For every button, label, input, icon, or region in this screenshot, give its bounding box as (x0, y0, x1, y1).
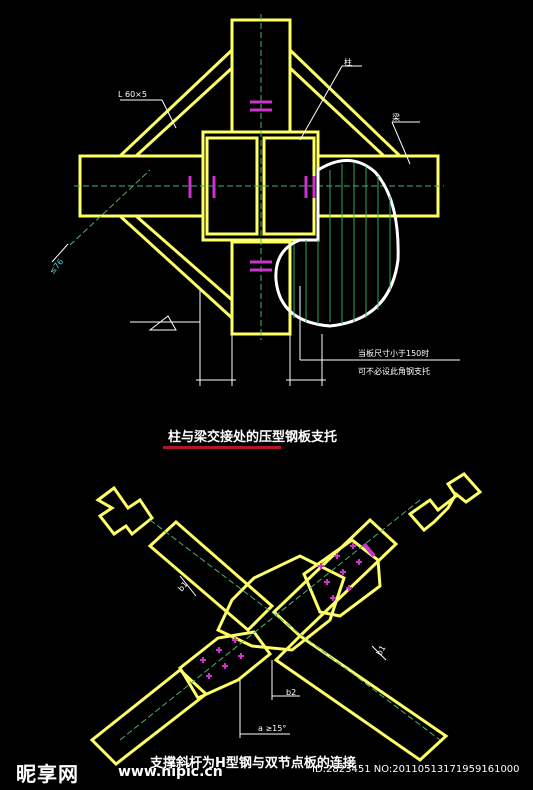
angle-supports (118, 48, 402, 320)
dimension-lines-2 (179, 575, 387, 738)
label-b2: b2 (286, 688, 297, 697)
bolt-marks-2 (200, 542, 376, 679)
note-line-2: 可不必设此角钢支托 (358, 367, 430, 376)
beam-label: 梁 (392, 113, 400, 122)
brace-lower-right (273, 634, 449, 762)
bolt-marks-1 (188, 100, 316, 272)
brace-lower-left (89, 668, 209, 766)
gusset-center (216, 554, 346, 652)
centerlines-1 (69, 14, 444, 340)
detail-circle (274, 159, 400, 328)
watermark-logo: 昵享网 (16, 762, 79, 786)
watermark-url: www.nipic.cn (118, 764, 223, 780)
dimension-lines-1 (51, 65, 460, 386)
drawing2-title: 支撑斜杆为H型钢与双节点板的连接 (150, 756, 356, 771)
h-section-left (95, 485, 155, 537)
note-line-1: 当板尺寸小于150时 (358, 349, 430, 358)
gusset-lower-left (178, 630, 273, 700)
drawing1-title: 柱与梁交接处的压型钢板支托 (168, 430, 338, 445)
watermark-id: ID:2823451 NO:20110513171959161000 (312, 764, 520, 775)
brace-connection-drawing (89, 472, 483, 766)
brace-upper-right (271, 517, 399, 639)
angle-label: L 60×5 (118, 90, 147, 99)
title-underline (163, 446, 281, 449)
centerlines-2 (119, 499, 441, 741)
gusset-upper-right (302, 538, 382, 618)
h-section-right (407, 472, 483, 533)
label-angle: a ≥15° (258, 724, 287, 733)
brace-upper-left (147, 519, 275, 633)
column-label: 柱 (344, 58, 352, 67)
column-beam-joint-drawing (78, 18, 440, 336)
